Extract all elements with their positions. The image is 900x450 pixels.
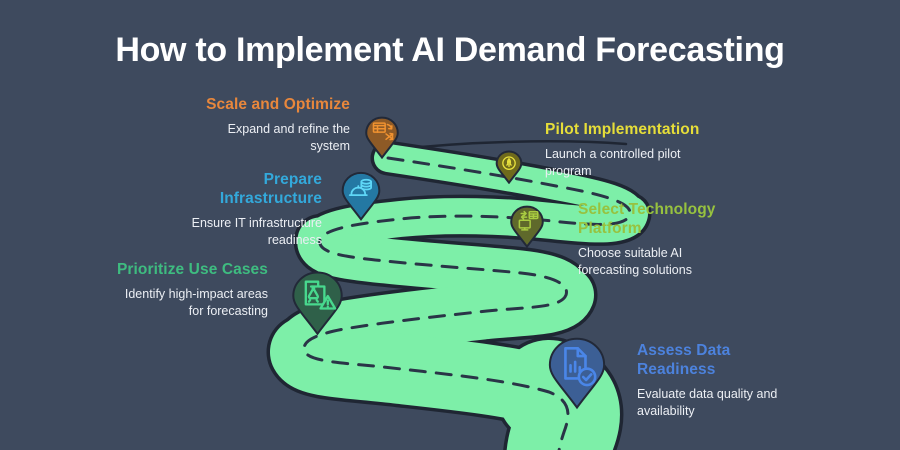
step-title-prioritize-use-cases: Prioritize Use Cases bbox=[116, 261, 268, 278]
step-description-pilot-implementation: Launch a controlled pilot program bbox=[545, 147, 681, 178]
step-title-prepare-infrastructure: Prepare Infrastructure bbox=[219, 171, 322, 207]
spreadsheet-scale-arrows-icon bbox=[372, 122, 394, 141]
step-description-assess-data-readiness: Evaluate data quality and availability bbox=[637, 387, 778, 418]
step-prepare-infrastructure: Prepare Infrastructure Ensure IT infrast… bbox=[192, 170, 322, 248]
pin-body bbox=[550, 339, 604, 408]
pin-pilot-implementation bbox=[495, 150, 523, 184]
monitor-data-grid-transfer-icon bbox=[518, 210, 539, 231]
step-scale-and-optimize: Scale and Optimize Expand and refine the… bbox=[206, 95, 350, 154]
step-title-pilot-implementation: Pilot Implementation bbox=[545, 121, 700, 138]
document-bar-chart-check-icon bbox=[564, 347, 597, 387]
road-centerline bbox=[302, 156, 632, 450]
pin-prioritize-use-cases bbox=[290, 270, 345, 336]
page-title: How to Implement AI Demand Forecasting bbox=[115, 31, 785, 69]
hard-hat-database-icon bbox=[348, 178, 372, 197]
step-prioritize-use-cases: Prioritize Use Cases Identify high-impac… bbox=[117, 260, 268, 319]
rocket-badge-icon bbox=[502, 156, 516, 170]
pin-prepare-infrastructure bbox=[340, 171, 382, 221]
pin-assess-data-readiness bbox=[546, 336, 608, 410]
step-description-scale-and-optimize: Expand and refine the system bbox=[227, 122, 350, 153]
step-pilot-implementation: Pilot Implementation Launch a controlled… bbox=[545, 120, 699, 179]
step-description-prioritize-use-cases: Identify high-impact areas for forecasti… bbox=[124, 287, 268, 318]
pin-body bbox=[343, 173, 380, 219]
step-title-scale-and-optimize: Scale and Optimize bbox=[206, 96, 350, 113]
step-description-select-technology-platform: Choose suitable AI forecasting solutions bbox=[578, 246, 692, 277]
step-select-technology-platform: Select Technology Platform Choose suitab… bbox=[578, 200, 716, 278]
step-assess-data-readiness: Assess Data Readiness Evaluate data qual… bbox=[637, 341, 777, 419]
document-flask-warning-icon bbox=[304, 280, 337, 310]
step-title-select-technology-platform: Select Technology Platform bbox=[578, 201, 716, 237]
pin-select-technology-platform bbox=[509, 205, 545, 248]
step-description-prepare-infrastructure: Ensure IT infrastructure readiness bbox=[191, 216, 322, 247]
step-title-assess-data-readiness: Assess Data Readiness bbox=[637, 342, 731, 378]
pin-scale-and-optimize bbox=[364, 116, 400, 159]
